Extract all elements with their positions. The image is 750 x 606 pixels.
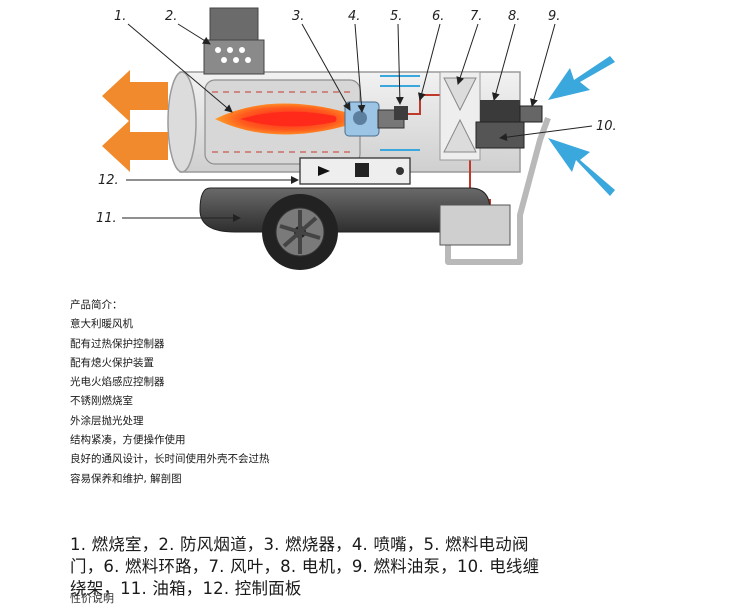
motor — [475, 100, 525, 149]
fuel-tank — [199, 187, 511, 246]
label-6: 6. — [432, 9, 444, 24]
cable-holder — [445, 116, 551, 265]
windproof-flue — [203, 7, 265, 75]
intro-line: 不锈刚燃烧室 — [70, 395, 133, 408]
heater-cutaway-diagram: 1. 2. 3. 4. 5. 6. 7. 8. 9. 10. 11. 12. — [96, 7, 617, 270]
leader-3 — [301, 23, 351, 111]
leader-1 — [127, 23, 233, 113]
parts-legend: 1. 燃烧室，2. 防风烟道，3. 燃烧器，4. 喷嘴，5. 燃料电动阀 门，6… — [70, 534, 710, 600]
fuel-valve — [394, 106, 408, 120]
legend-line: 绕架，11. 油箱，12. 控制面板 — [70, 579, 302, 598]
cold-air-inflow-arrows — [548, 56, 615, 196]
fan-blade — [439, 71, 481, 161]
label-1: 1. — [114, 9, 126, 24]
intro-line: 外涂层抛光处理 — [70, 414, 144, 427]
intro-line: 意大利暖风机 — [70, 318, 133, 331]
control-panel — [299, 157, 411, 185]
leader-2 — [177, 23, 211, 45]
hot-air-outflow-arrows — [102, 70, 168, 172]
label-2: 2. — [165, 9, 177, 24]
label-10: 10. — [596, 119, 617, 134]
leader-9 — [530, 23, 556, 107]
label-3: 3. — [292, 9, 304, 24]
flame — [215, 103, 349, 135]
footer-partial-text: 性价说明 — [70, 592, 114, 605]
legend-line: 门，6. 燃料环路，7. 风叶，8. 电机，9. 燃料油泵，10. 电线缠 — [70, 557, 540, 576]
product-intro: 产品简介： 意大利暖风机 配有过热保护控制器 配有熄火保护装置 光电火焰感应控制… — [70, 296, 670, 489]
leader-8 — [492, 23, 516, 101]
leader-5 — [395, 23, 404, 105]
intro-line: 结构紧凑，方便操作使用 — [70, 434, 186, 447]
intro-line: 配有熄火保护装置 — [70, 356, 154, 369]
label-7: 7. — [470, 9, 482, 24]
label-4: 4. — [348, 9, 360, 24]
leader-7 — [456, 23, 479, 85]
nozzle — [353, 111, 367, 125]
leader-10 — [499, 125, 593, 142]
label-9: 9. — [548, 9, 560, 24]
leader-4 — [354, 23, 366, 113]
leader-6 — [417, 23, 441, 101]
intro-line: 配有过热保护控制器 — [70, 337, 165, 350]
fuel-pump — [519, 105, 543, 123]
legend-line: 1. 燃烧室，2. 防风烟道，3. 燃烧器，4. 喷嘴，5. 燃料电动阀 — [70, 535, 529, 554]
intro-line: 良好的通风设计，长时间使用外壳不会过热 — [70, 453, 270, 466]
intro-title: 产品简介： — [70, 299, 123, 311]
intro-line: 容易保养和维护, 解剖图 — [70, 472, 182, 485]
label-8: 8. — [508, 9, 520, 24]
intro-line: 光电火焰感应控制器 — [70, 376, 165, 389]
label-11: 11. — [96, 211, 117, 226]
label-5: 5. — [390, 9, 402, 24]
wheel — [262, 194, 338, 270]
label-12: 12. — [98, 173, 119, 188]
